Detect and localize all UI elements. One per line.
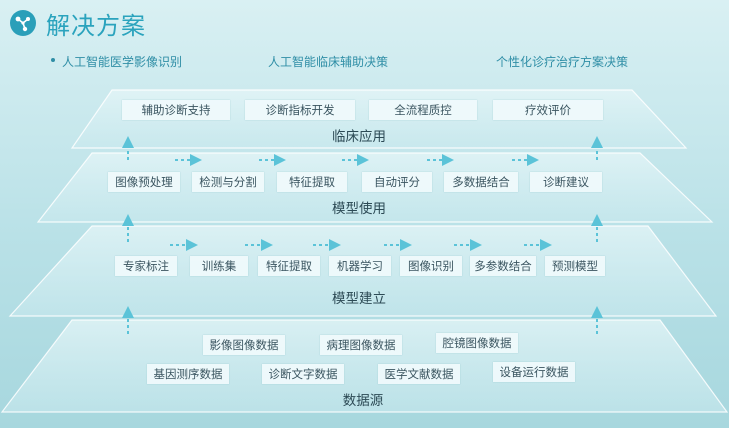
node-box: 特征提取 [258, 256, 320, 276]
category-label: 个性化诊疗治疗方案决策 [496, 55, 629, 69]
node-box: 腔镜图像数据 [436, 333, 518, 353]
node-box: 图像预处理 [108, 172, 180, 192]
layer-label: 模型建立 [332, 291, 386, 307]
layer-label: 模型使用 [332, 201, 386, 217]
node-box: 影像图像数据 [203, 335, 285, 355]
node-box: 诊断文字数据 [262, 364, 344, 384]
node-box: 多数据结合 [444, 172, 518, 192]
node-box: 预测模型 [545, 256, 605, 276]
node-box: 病理图像数据 [320, 335, 402, 355]
page-title: 解决方案 [46, 12, 146, 40]
node-box: 图像识别 [400, 256, 462, 276]
node-box: 疗效评价 [493, 100, 603, 120]
node-box: 基因测序数据 [147, 364, 229, 384]
layer-plate-data-source [0, 319, 729, 413]
node-box: 设备运行数据 [493, 362, 575, 382]
node-box: 诊断建议 [530, 172, 602, 192]
node-box: 辅助诊断支持 [122, 100, 230, 120]
node-box: 特征提取 [277, 172, 347, 192]
node-box: 医学文献数据 [378, 364, 460, 384]
category-label: 人工智能医学影像识别 [62, 55, 183, 69]
category-label: 人工智能临床辅助决策 [268, 55, 389, 69]
node-box: 机器学习 [329, 256, 391, 276]
node-box: 多参数结合 [470, 256, 536, 276]
bullet-dot [51, 58, 55, 62]
node-box: 自动评分 [362, 172, 432, 192]
node-box: 检测与分割 [192, 172, 264, 192]
node-box: 全流程质控 [369, 100, 477, 120]
node-box: 专家标注 [115, 256, 177, 276]
molecule-icon [10, 10, 36, 36]
layer-label: 临床应用 [332, 129, 386, 145]
node-box: 训练集 [190, 256, 248, 276]
node-box: 诊断指标开发 [245, 100, 355, 120]
layer-label: 数据源 [342, 393, 384, 409]
